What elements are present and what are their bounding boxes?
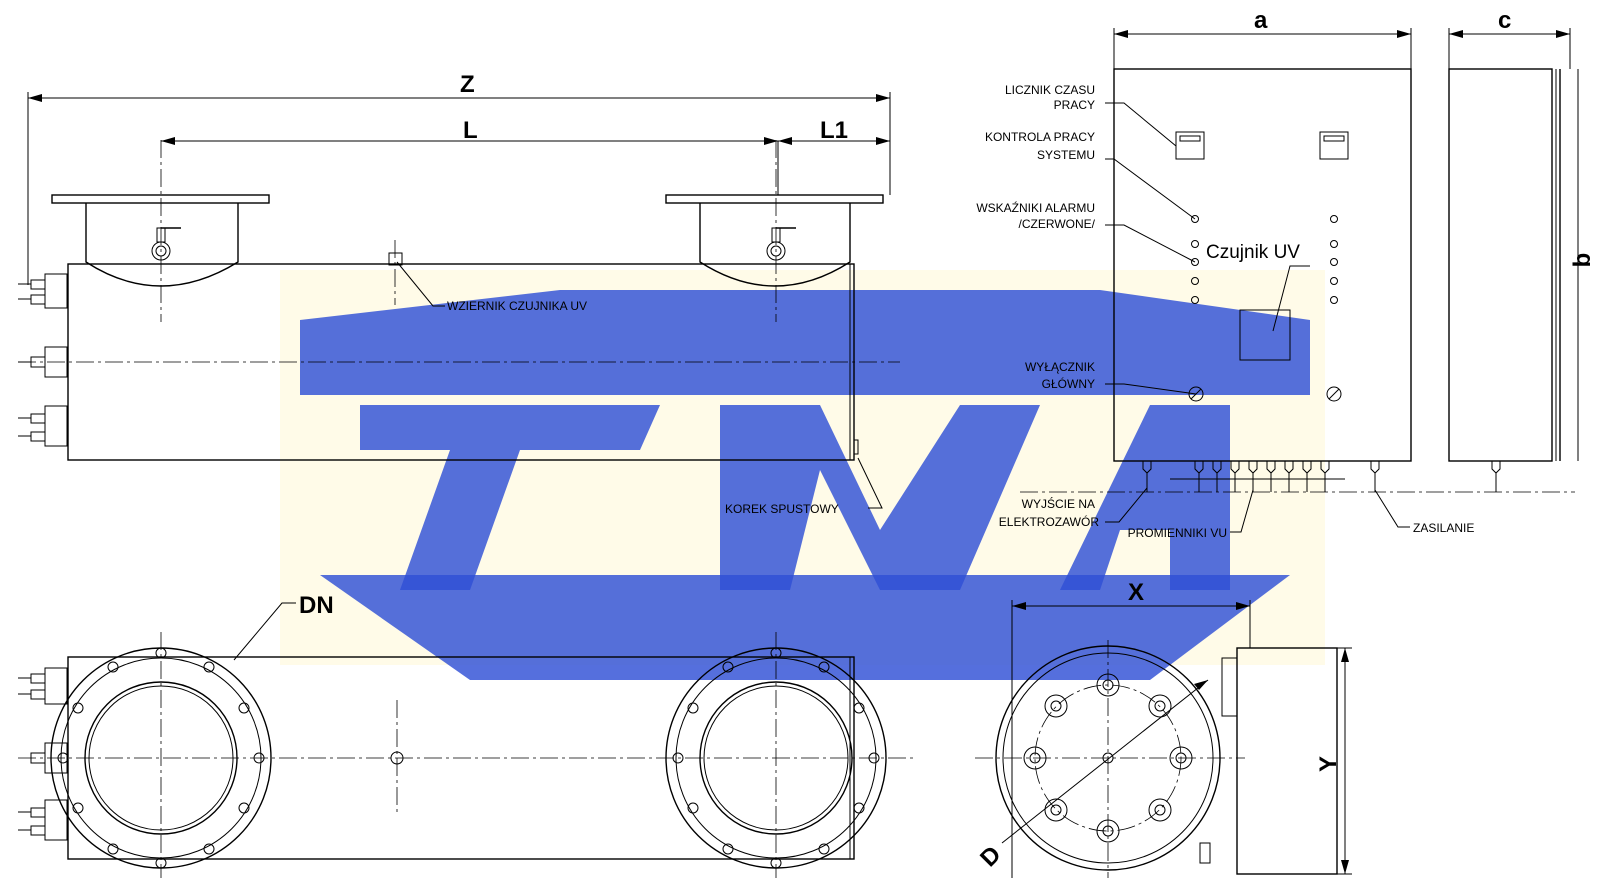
callout-hour-counter-line1: LICZNIK CZASU — [1005, 83, 1095, 97]
callout-main-switch-line1: WYŁĄCZNIK — [1025, 360, 1095, 374]
callout-alarm-indicators-line2: /CZERWONE/ — [1019, 217, 1096, 231]
hour-counter-right-icon — [1319, 131, 1349, 160]
sensor-port-icon — [390, 751, 404, 765]
callout-alarm-indicators-line1: WSKAŹNIKI ALARMU — [976, 200, 1095, 215]
dimension-d-label: D — [975, 841, 1006, 872]
callout-system-control-line1: KONTROLA PRACY — [985, 130, 1095, 144]
callout-valve-output-line2: ELEKTROZAWÓR — [999, 514, 1100, 529]
callout-hour-counter-line2: PRACY — [1054, 98, 1095, 112]
callout-uv-sensor-window: WZIERNIK CZUJNIKA UV — [447, 299, 587, 313]
lamp-connectors-top — [18, 667, 68, 841]
left-port-housing — [85, 203, 239, 287]
dimension-y-label: Y — [1315, 756, 1342, 772]
main-switch-right-icon — [1326, 386, 1342, 402]
left-valve-icon — [151, 227, 181, 261]
indicator-lamps-left — [1191, 215, 1199, 304]
cabinet-front-body — [1113, 68, 1412, 462]
callout-uv-sensor: Czujnik UV — [1206, 242, 1300, 263]
lamp-connectors-side — [18, 273, 68, 447]
callout-main-switch-line2: GŁÓWNY — [1042, 376, 1095, 391]
drain-plug-icon — [853, 439, 859, 455]
right-port-housing — [699, 203, 851, 287]
dimension-b-label: b — [1569, 253, 1596, 268]
lamp-nuts — [1023, 673, 1193, 843]
control-cabinet-side — [1448, 28, 1579, 492]
watermark-letter-1 — [360, 405, 660, 590]
reactor-side-view — [18, 92, 900, 509]
reactor-top-view — [18, 602, 915, 878]
watermark-bottom-band — [320, 575, 1290, 680]
dimension-dn-label: DN — [299, 592, 334, 619]
dimension-c-label: c — [1498, 7, 1511, 34]
dimension-z-label: Z — [460, 71, 475, 98]
cabinet-side-body — [1448, 68, 1553, 462]
watermark-letter-2 — [720, 405, 1040, 590]
uv-sensor-display-icon — [1239, 309, 1291, 361]
cable-glands — [1020, 460, 1575, 493]
control-cabinet-front — [1020, 28, 1575, 533]
right-flange-dn — [665, 647, 887, 869]
side-box — [1236, 647, 1338, 875]
reactor-end-view — [975, 600, 1352, 878]
dimension-l1-label: L1 — [820, 117, 848, 144]
left-flange-plate — [51, 194, 270, 204]
callout-system-control-line2: SYSTEMU — [1037, 148, 1095, 162]
dimension-a-label: a — [1254, 7, 1268, 34]
callout-power-supply: ZASILANIE — [1413, 521, 1474, 535]
left-flange-dn — [50, 647, 272, 869]
watermark-top-band — [300, 290, 1310, 395]
dimension-l-label: L — [463, 117, 478, 144]
right-flange-plate — [665, 194, 884, 204]
dimension-x-label: X — [1128, 579, 1144, 606]
indicator-lamps-right — [1330, 215, 1338, 304]
callout-drain-plug: KOREK SPUSTOWY — [725, 502, 839, 516]
callout-valve-output-line1: WYJŚCIE NA — [1022, 496, 1095, 511]
callout-uv-lamps: PROMIENNIKI VU — [1128, 526, 1227, 540]
right-valve-icon — [766, 227, 796, 261]
watermark-logo — [280, 270, 1325, 680]
uv-sensor-window-icon — [388, 252, 403, 266]
watermark-letter-3 — [1060, 405, 1230, 590]
